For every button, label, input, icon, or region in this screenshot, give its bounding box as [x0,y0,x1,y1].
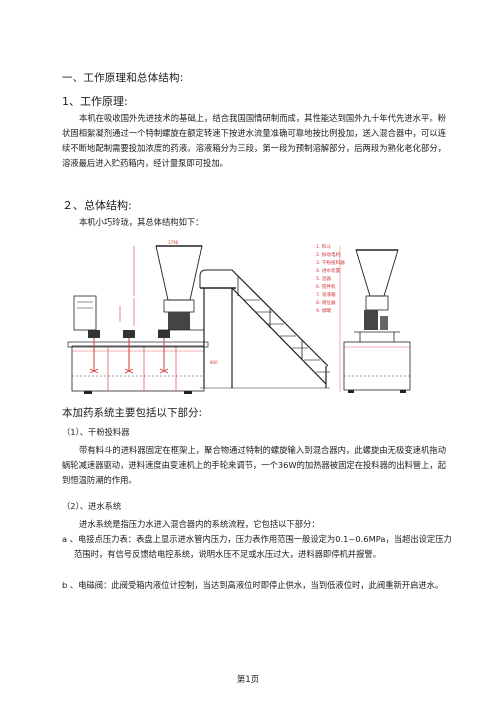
dim-top-label: 1796 [168,240,179,245]
legend-item: 5. 混器 [316,275,331,282]
legend-item: 3. 干粉投料器 [316,259,345,266]
legend-item: 9. 储罐 [316,307,331,314]
item1-paragraph: 带有料斗的进料器固定在框架上，聚合物通过特制的螺旋输入到混合器内，此螺旋由无极变… [62,445,446,485]
item2-point-b: b 、电磁阀：此阀受箱内液位计控制，当达到高液位时即停止供水，当到低液位时，此阀… [62,580,444,590]
dim-side-label: 800 [210,360,218,365]
legend-item: 8. 液位器 [316,299,336,306]
item2-paragraph: 进水系统是指压力水进入混合器内的系统流程，它包括以下部分： [79,519,320,529]
control-panel [73,295,97,331]
parts-legend: 1. 料斗 2. 振动电机 3. 干粉投料器 4. 进水装置 5. 混器 6. … [316,243,345,314]
structure-diagram: 800 1796 [67,240,411,394]
side-view [339,246,411,393]
access-stair [199,269,330,389]
section-title-2: 本加药系统主要包括以下部分: [62,407,203,419]
legend-item: 2. 振动电机 [316,251,341,258]
principle-paragraph: 本机在吸收国外先进技术的基础上，结合我国国情研制而成，其性能达到国外九十年代先进… [62,113,446,168]
structure-intro: 本机小巧玲珑，其总体结构如下： [79,217,204,227]
tank-front-view [67,330,209,394]
legend-item: 6. 搅拌机 [316,283,336,290]
hopper [155,245,204,331]
legend-item: 1. 料斗 [316,243,331,250]
subsection-title-structure: ２、总体结构: [62,199,132,212]
legend-item: 4. 进水装置 [316,267,341,274]
page-number: 第1页 [236,675,260,685]
subsection-title-principle: 1、工作原理: [62,95,128,108]
callout-markers [119,246,135,326]
legend-item: 7. 溶液箱 [316,291,336,298]
item1-title: （1）、干粉投料器 [62,427,130,437]
item2-point-a: a 、电接点压力表：表盘上显示进水管内压力，压力表作用范围一般设定为0.1~0.… [62,534,452,559]
section-title-1: 一、工作原理和总体结构: [62,72,184,84]
item2-title: （2）、进水系统 [62,501,122,511]
